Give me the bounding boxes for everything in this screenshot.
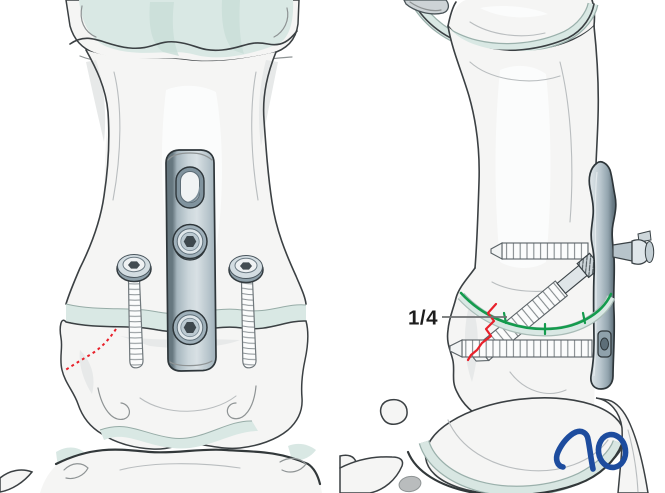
- plate-screw-upper: [172, 223, 208, 260]
- condylar-head-lateral: [406, 396, 626, 493]
- hex-socket: [183, 236, 197, 247]
- shaft-right-outline: [262, 51, 307, 305]
- ao-logo-a: [553, 428, 596, 472]
- joint-rim-line: [54, 448, 322, 486]
- fixation-plate-lateral: [588, 160, 617, 390]
- bone-shaft-lateral: [447, 25, 600, 302]
- proximal-head-lateral: [403, 0, 599, 54]
- ao-logo: [553, 428, 629, 472]
- quarter-tick-3: [581, 311, 587, 325]
- screw-shaft: [127, 278, 144, 369]
- screw-head-profile: [612, 230, 655, 265]
- condyle-dark-rim: [406, 442, 624, 493]
- articular-arc-quarters: [457, 291, 616, 337]
- lag-screw-left: [116, 254, 152, 369]
- dorsal-view: [0, 0, 322, 493]
- plate-screw-lower: [172, 309, 208, 346]
- cartilage-rim-line: [69, 30, 298, 52]
- head-cartilage-outline: [412, 1, 595, 52]
- quarter-label: 1/4: [408, 307, 438, 330]
- quarter-tick-1: [502, 311, 508, 325]
- screw-shaft: [240, 279, 257, 369]
- fracture-line-zigzag: [466, 302, 498, 362]
- ao-logo-o: [595, 431, 629, 471]
- shaft-left-outline: [65, 49, 110, 305]
- transverse-screw-upper: [490, 242, 589, 260]
- screw-tip: [490, 242, 503, 260]
- lateral-view: 1/4: [339, 0, 655, 493]
- hex-socket: [183, 322, 197, 333]
- fracture-line-dotted: [63, 328, 117, 372]
- hex-socket: [240, 262, 252, 270]
- distal-anterior-outline: [446, 267, 488, 422]
- lag-screw-right: [228, 255, 264, 369]
- transverse-screw-lower: [449, 339, 593, 358]
- adjacent-bone-base: [0, 448, 322, 493]
- plate-slot: [175, 166, 205, 209]
- fixation-plate-dorsal: [165, 149, 217, 372]
- screw-tip: [449, 339, 463, 358]
- shaft-anterior-outline: [447, 25, 480, 269]
- proximal-bone-end: [65, 0, 300, 64]
- quarter-annotation: 1/4: [408, 307, 507, 330]
- hex-socket: [128, 261, 140, 269]
